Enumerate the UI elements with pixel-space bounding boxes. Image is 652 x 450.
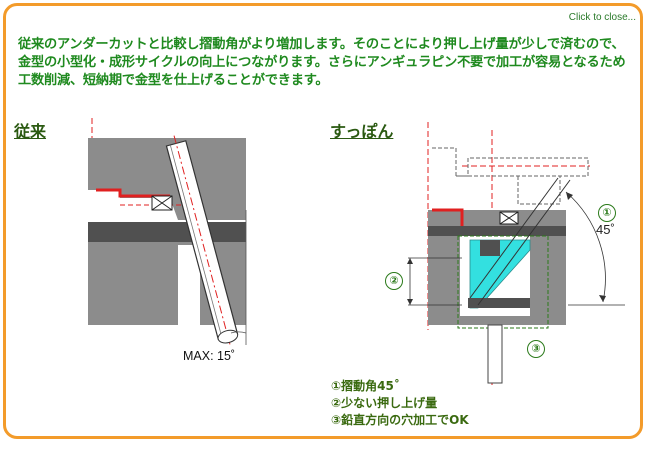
callout-2: ② <box>385 272 403 290</box>
note-item: ③鉛直方向の穴加工でOK <box>331 413 469 427</box>
close-link[interactable]: Click to close... <box>568 12 636 23</box>
max-angle-label: MAX: 15˚ <box>183 349 236 363</box>
note-item: ②少ない押し上げ量 <box>331 396 438 410</box>
intro-text: 従来のアンダーカットと比較し摺動角がより増加します。そのことにより押し上げ量が少… <box>18 37 626 88</box>
heading-conventional: 従来 <box>14 122 47 141</box>
note-item: ①摺動角45˚ <box>331 379 400 393</box>
angle-45-label: 45˚ <box>596 222 615 237</box>
callout-1: ① <box>598 204 616 222</box>
notes-list: ①摺動角45˚ ②少ない押し上げ量 ③鉛直方向の穴加工でOK <box>331 378 469 429</box>
conventional-mechanism <box>88 118 247 345</box>
suppon-mechanism <box>407 122 625 385</box>
callout-3: ③ <box>527 340 545 358</box>
heading-suppon: すっぽん <box>330 122 394 141</box>
